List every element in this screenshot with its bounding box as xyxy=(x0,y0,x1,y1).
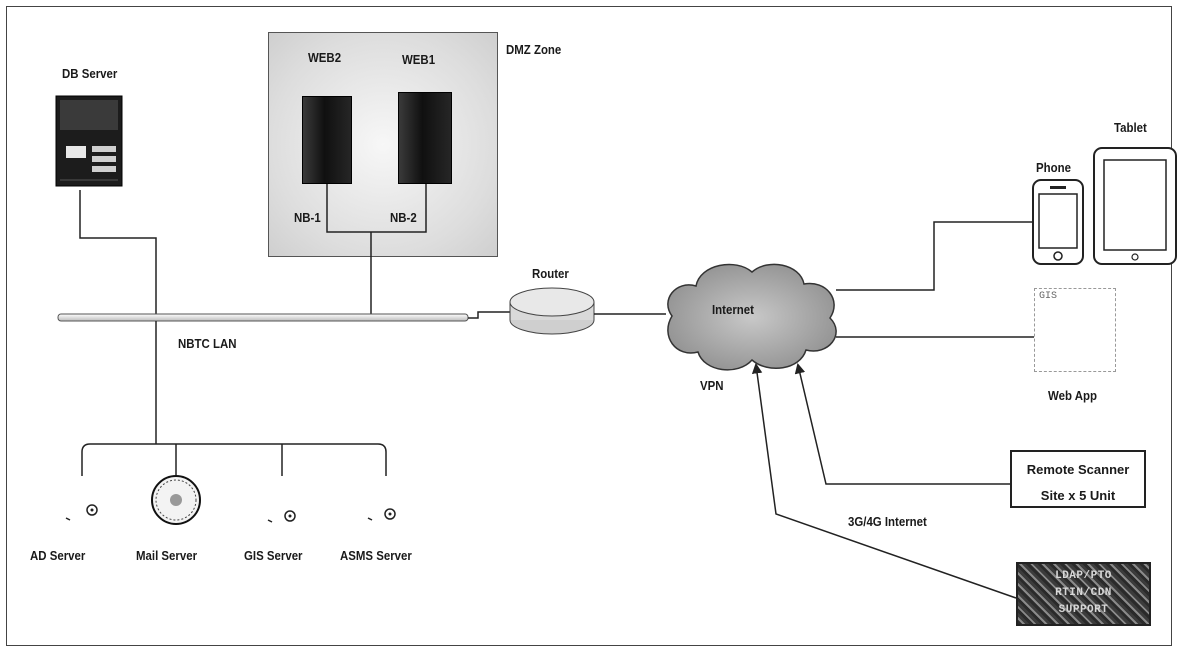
router-label: Router xyxy=(532,266,569,281)
asms-server-label: ASMS Server xyxy=(340,548,412,563)
web-app-label: Web App xyxy=(1048,388,1097,403)
internet-label: Internet xyxy=(712,302,754,317)
vpn-label: VPN xyxy=(700,378,724,393)
remote-scanner-line1: Remote Scanner xyxy=(1026,462,1130,477)
dmz-zone-box xyxy=(268,32,498,257)
web-app-window: GIS xyxy=(1034,288,1116,372)
internet-cloud-icon xyxy=(667,263,837,371)
nbtc-lan-label: NBTC LAN xyxy=(178,336,237,351)
ldap-line-1: LDAP/PTO xyxy=(1055,570,1112,582)
diagram-frame xyxy=(6,6,1172,646)
ad-server-icon xyxy=(65,504,98,521)
servers-bus xyxy=(81,443,387,476)
asms-server-icon xyxy=(367,508,396,521)
web2-link xyxy=(326,182,427,233)
router-icon xyxy=(509,287,595,335)
ldap-line-3: SUPPORT xyxy=(1058,604,1109,616)
remote-scanner-box: Remote Scanner Site x 5 Unit xyxy=(1010,450,1146,508)
remote-scanner-line2: Site x 5 Unit xyxy=(1040,488,1116,503)
ldap-arrow xyxy=(751,362,1017,599)
3g4g-internet-label: 3G/4G Internet xyxy=(848,514,927,529)
tablet-icon xyxy=(1093,147,1177,265)
lan-router-link xyxy=(468,311,510,319)
web2-label: WEB2 xyxy=(308,50,342,65)
ad-server-label: AD Server xyxy=(30,548,86,563)
web2-server-icon xyxy=(302,96,352,184)
mail-server-label: Mail Server xyxy=(136,548,198,563)
mail-server-icon xyxy=(151,475,201,525)
scanner-arrow xyxy=(794,362,1010,485)
web1-server-icon xyxy=(398,92,452,184)
phone-icon xyxy=(1032,179,1084,265)
db-server-link xyxy=(79,190,157,318)
nbtc-lan-bus xyxy=(57,313,469,322)
tablet-label: Tablet xyxy=(1114,120,1147,135)
ldap-support-box: LDAP/PTO RTIN/CDN SUPPORT xyxy=(1016,562,1151,626)
db-server-label: DB Server xyxy=(62,66,118,81)
phone-label: Phone xyxy=(1036,160,1071,175)
gis-server-icon xyxy=(267,510,296,523)
internet-mobile-link xyxy=(836,221,1032,291)
nb1-label: NB-1 xyxy=(294,210,321,225)
dmz-zone-label: DMZ Zone xyxy=(506,42,562,57)
ldap-line-2: RTIN/CDN xyxy=(1055,587,1112,599)
db-server-icon xyxy=(55,95,123,187)
web1-label: WEB1 xyxy=(402,52,436,67)
gis-server-label: GIS Server xyxy=(244,548,303,563)
ldap-box-text: LDAP/PTO RTIN/CDN SUPPORT xyxy=(1022,568,1145,619)
web-app-window-title: GIS xyxy=(1039,291,1058,302)
nb2-label: NB-2 xyxy=(390,210,417,225)
